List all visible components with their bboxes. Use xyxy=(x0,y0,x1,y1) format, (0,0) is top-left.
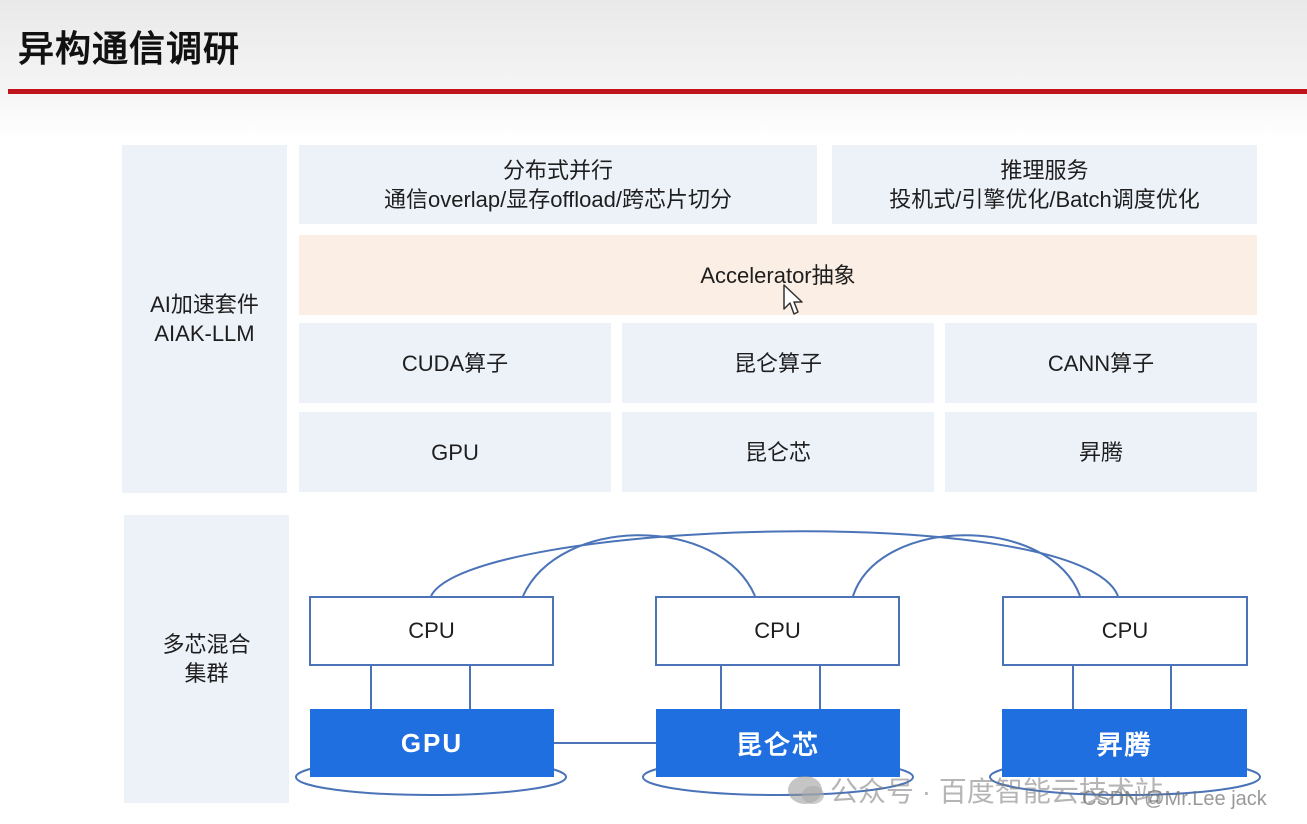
parallel-box-title: 分布式并行 xyxy=(502,157,613,183)
operator-box-cann: CANN算子 xyxy=(945,323,1257,403)
cluster-side-label-line1: 多芯混合 xyxy=(162,632,251,657)
csdn-credit: CSDN @Mr.Lee jack xyxy=(1082,788,1267,810)
parallel-box: 分布式并行 通信overlap/显存offload/跨芯片切分 xyxy=(299,145,817,224)
parallel-box-detail: 通信overlap/显存offload/跨芯片切分 xyxy=(383,186,733,212)
arc-cpu1-cpu3 xyxy=(430,530,1119,597)
cpu-node-1: CPU xyxy=(309,596,554,666)
accelerator-node-kunlun: 昆仑芯 xyxy=(656,709,900,777)
stack-side-label-line1: AI加速套件 xyxy=(150,292,259,317)
title-underline xyxy=(8,89,1307,94)
stack-side-label-line2: AIAK-LLM xyxy=(154,321,255,346)
accelerator-abstraction-box: Accelerator抽象 xyxy=(299,235,1257,315)
hardware-box-ascend: 昇腾 xyxy=(945,412,1257,492)
mouse-pointer-icon xyxy=(783,284,803,315)
accelerator-node-gpu: GPU xyxy=(310,709,554,777)
stack-side-label: AI加速套件 AIAK-LLM xyxy=(122,145,287,493)
inference-box: 推理服务 投机式/引擎优化/Batch调度优化 xyxy=(832,145,1257,224)
wechat-icon xyxy=(788,776,824,804)
cluster-side-label-line2: 集群 xyxy=(184,661,229,686)
hardware-box-gpu: GPU xyxy=(299,412,611,492)
hardware-box-kunlun: 昆仑芯 xyxy=(622,412,934,492)
arc-cpu1-cpu2 xyxy=(522,534,756,597)
watermark: 公众号 · 百度智能云技术站 xyxy=(788,770,1163,810)
operator-box-cuda: CUDA算子 xyxy=(299,323,611,403)
accelerator-node-ascend: 昇腾 xyxy=(1002,709,1247,777)
cpu-node-2: CPU xyxy=(655,596,900,666)
slide-header: 异构通信调研 xyxy=(0,0,1307,140)
cluster-side-label: 多芯混合 集群 xyxy=(124,515,289,803)
operator-box-kunlun: 昆仑算子 xyxy=(622,323,934,403)
inference-box-title: 推理服务 xyxy=(1000,157,1089,183)
watermark-text: 公众号 · 百度智能云技术站 xyxy=(830,776,1163,807)
cpu-node-3: CPU xyxy=(1002,596,1248,666)
inference-box-detail: 投机式/引擎优化/Batch调度优化 xyxy=(889,186,1200,212)
arc-cpu2-cpu3 xyxy=(852,534,1081,597)
slide-title: 异构通信调研 xyxy=(18,28,241,69)
